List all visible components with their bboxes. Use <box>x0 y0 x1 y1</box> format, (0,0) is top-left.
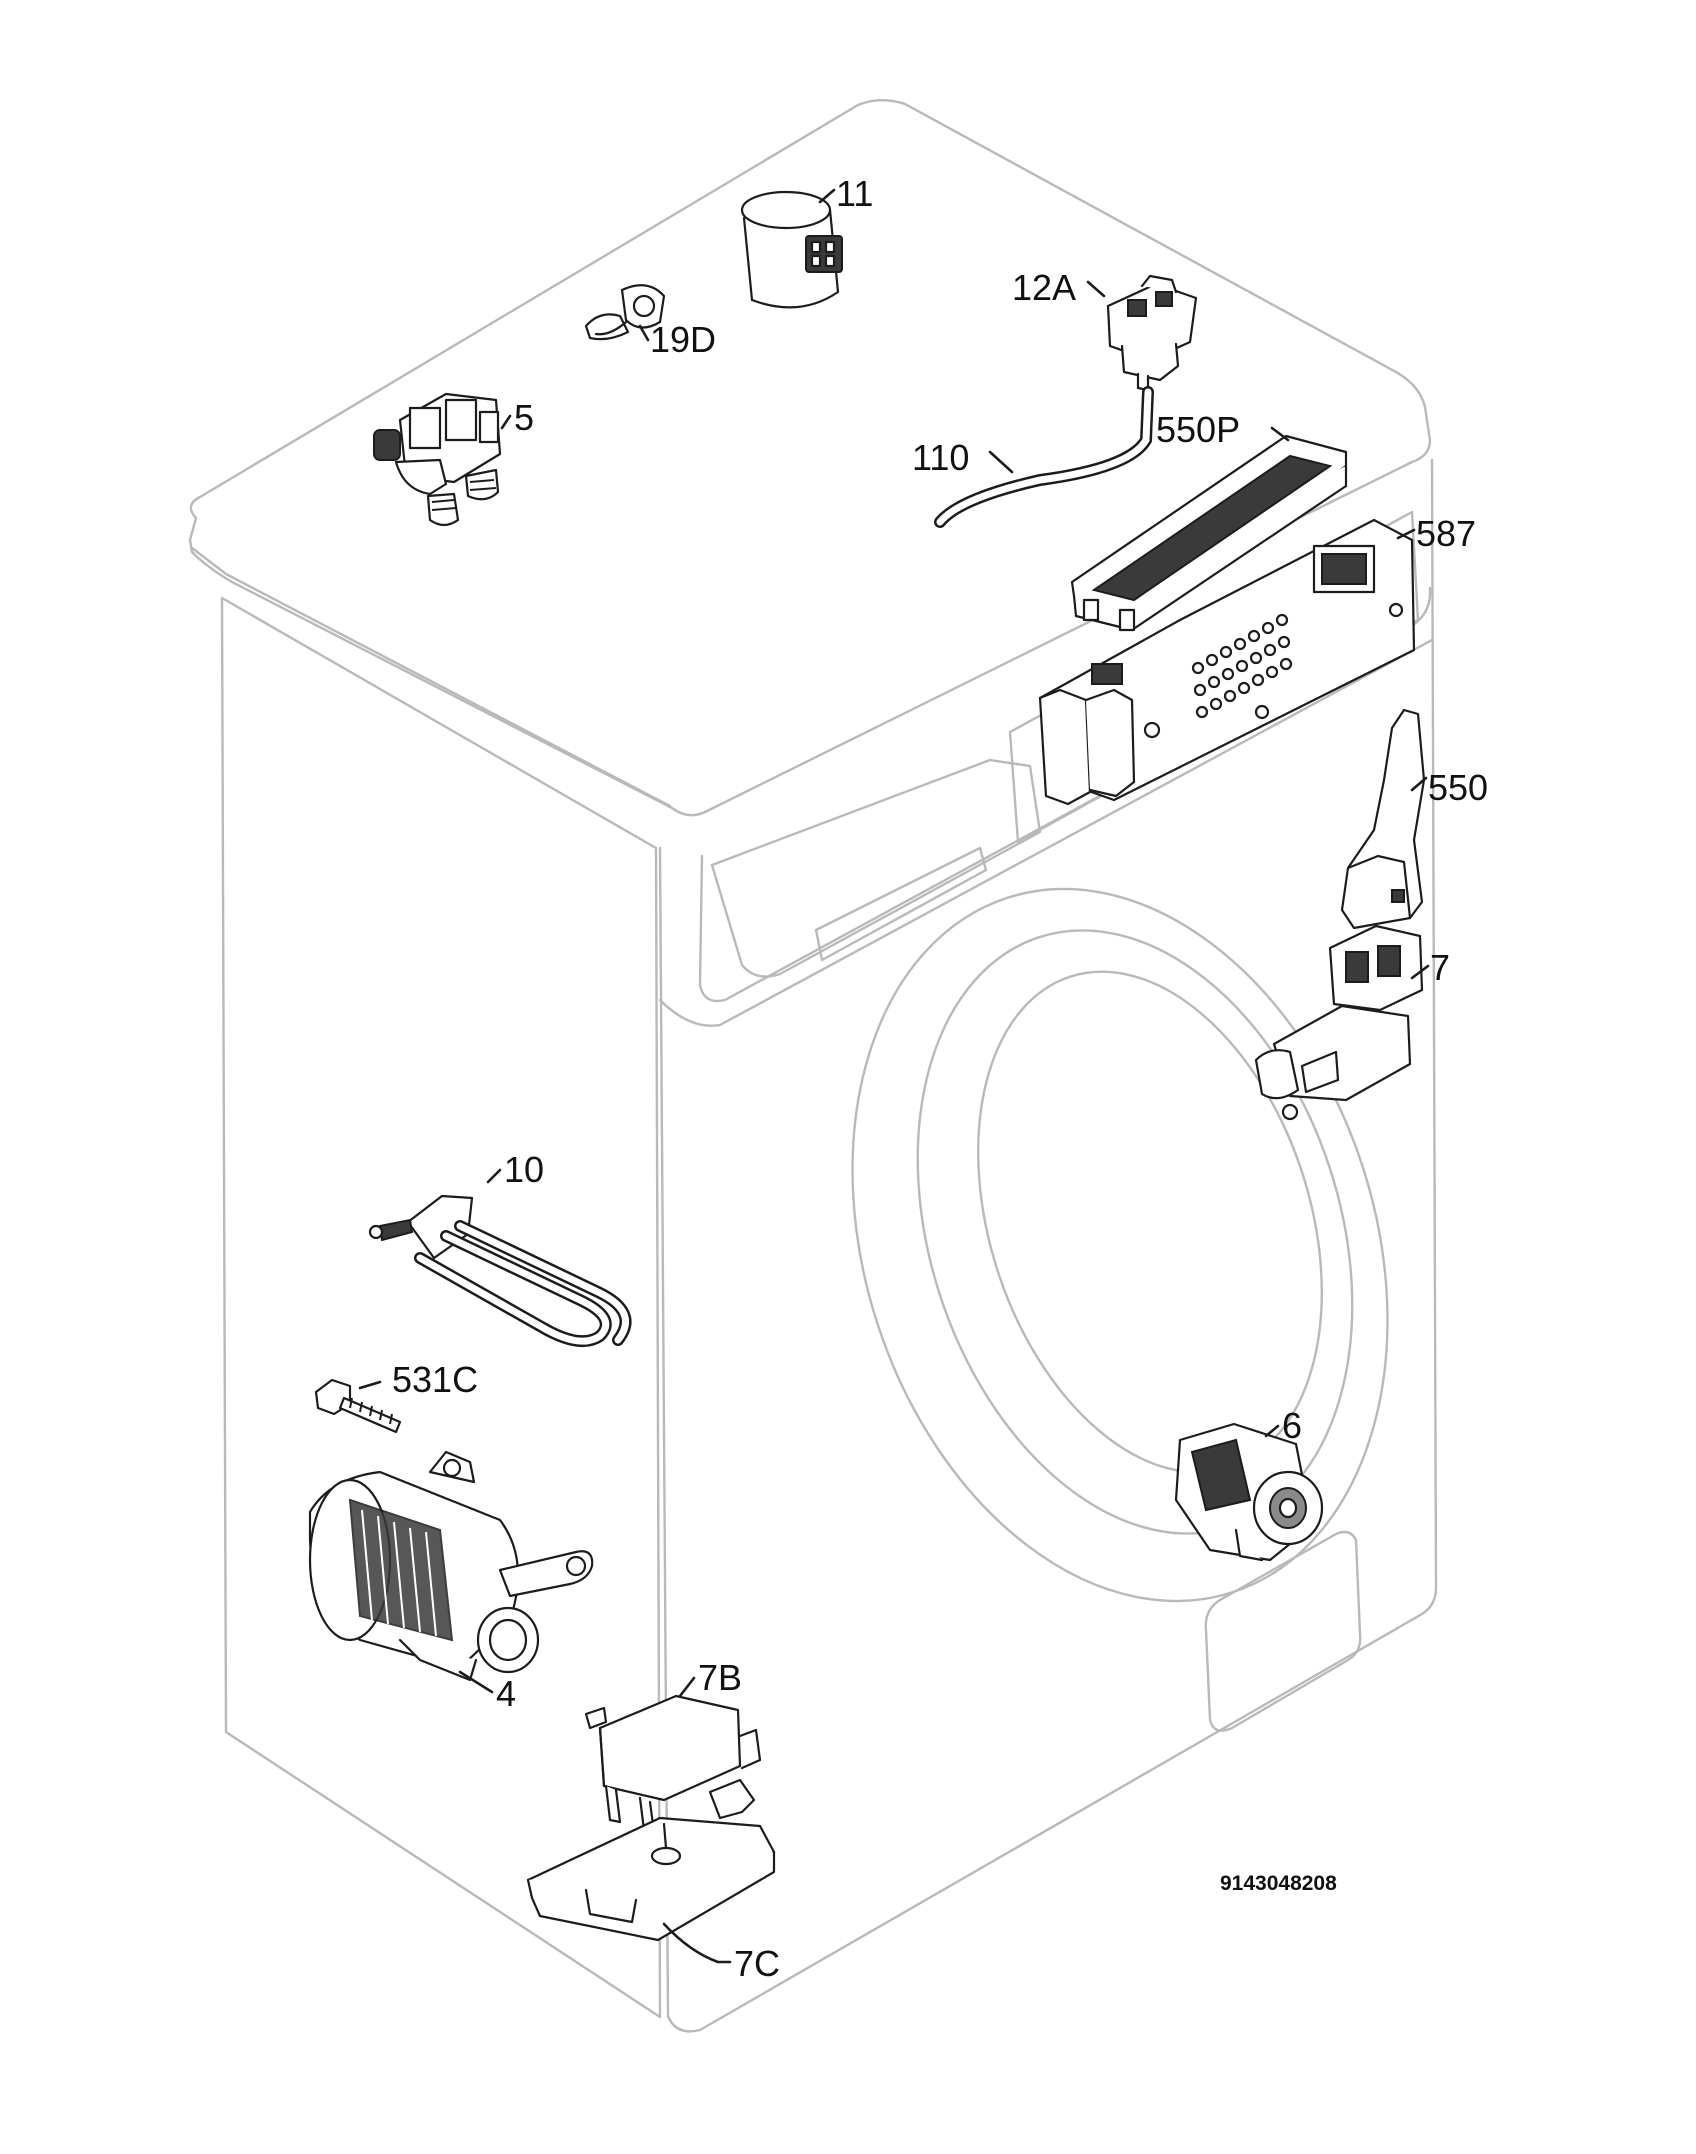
module-led-row-3 <box>1195 657 1293 719</box>
callout-110: 110 <box>912 437 969 478</box>
callout-12A: 12A <box>1012 267 1076 308</box>
part-11-suppressor <box>740 190 843 309</box>
detergent-drawer-handle <box>814 846 988 962</box>
callout-531C: 531C <box>392 1359 478 1400</box>
leader-10 <box>486 1168 502 1184</box>
leader-531C <box>358 1380 382 1390</box>
callout-11: 11 <box>836 173 873 214</box>
part-550P-button-strip <box>1070 434 1348 632</box>
control-fascia-outline <box>698 586 1432 1003</box>
machine-housing-outline <box>188 99 1438 2033</box>
callout-labels: 11 12A 19D 5 110 550P 587 550 7 10 531C … <box>392 173 1488 1984</box>
left-side-panel-outline <box>220 596 662 2019</box>
callout-550P: 550P <box>1156 409 1240 450</box>
leader-5 <box>500 414 512 430</box>
part-587-control-module <box>1038 518 1416 806</box>
door-glass <box>977 970 1323 1474</box>
detergent-drawer-outline <box>710 758 1042 978</box>
part-6-drain-pump <box>1174 1422 1324 1562</box>
part-19D-clip <box>584 284 666 341</box>
leader-19D <box>638 324 650 342</box>
callout-7C: 7C <box>734 1943 780 1984</box>
front-panel-outline <box>658 458 1438 2033</box>
callout-7: 7 <box>1430 947 1450 988</box>
part-110-hose <box>934 386 1154 528</box>
part-4-motor <box>308 1450 594 1682</box>
leader-11 <box>818 188 836 204</box>
module-led-row-1 <box>1191 613 1289 675</box>
service-hatch-outline <box>1204 1530 1362 1732</box>
part-531C-screw <box>314 1378 402 1434</box>
callout-4: 4 <box>496 1673 516 1714</box>
part-7B-sensor <box>584 1694 762 1834</box>
part-5-inlet-valve <box>373 392 502 527</box>
leader-110 <box>988 450 1014 474</box>
control-fascia-lower-edge <box>658 638 1434 1027</box>
leader-550P <box>1270 426 1290 442</box>
module-led-row-2 <box>1193 635 1291 697</box>
leader-7 <box>1410 964 1430 980</box>
callout-587: 587 <box>1416 513 1476 554</box>
part-7C-bracket <box>526 1816 776 1942</box>
leader-4 <box>458 1670 494 1694</box>
leader-12A <box>1086 280 1106 298</box>
part-550-door-handle <box>1340 708 1426 930</box>
leader-6 <box>1264 1424 1280 1438</box>
callout-6: 6 <box>1282 1405 1302 1446</box>
leader-7C <box>662 1922 732 1964</box>
leader-lines <box>358 188 1430 1964</box>
callout-550: 550 <box>1428 767 1488 808</box>
callout-5: 5 <box>514 397 534 438</box>
top-lid-outline <box>188 99 1432 817</box>
callout-10: 10 <box>504 1149 544 1190</box>
callout-7B: 7B <box>698 1657 742 1698</box>
leader-550 <box>1410 776 1428 792</box>
top-lid-front-edge <box>190 546 672 808</box>
leader-587 <box>1396 528 1416 540</box>
document-number: 9143048208 <box>1220 1872 1337 1895</box>
part-12A-pressure-switch <box>1106 274 1198 392</box>
part-7-door-interlock <box>1254 924 1424 1121</box>
leader-7B <box>678 1676 696 1698</box>
part-10-heating-element <box>368 1194 632 1348</box>
callout-19D: 19D <box>650 319 716 360</box>
